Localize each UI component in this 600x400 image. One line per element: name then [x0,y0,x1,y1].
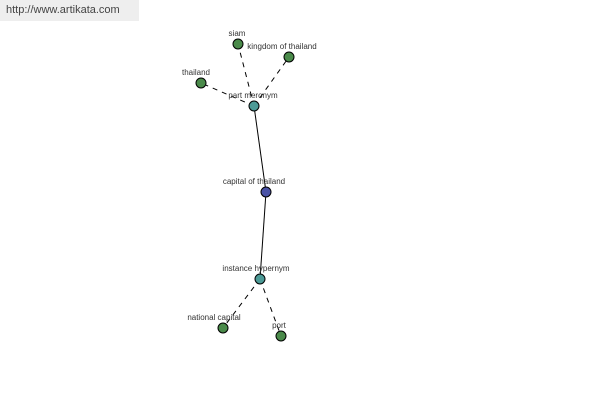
site-url-banner[interactable]: http://www.artikata.com [0,0,139,21]
node-instance-hypernym[interactable] [254,273,266,285]
edge-center-instance-hypernym [259,191,267,280]
node-kingdom-of-thailand[interactable] [283,51,295,63]
label-thailand: thailand [182,68,210,77]
label-part-meronym: part meronym [228,91,278,100]
label-instance-hypernym: instance hypernym [222,264,289,273]
label-kingdom-of-thailand: kingdom of thailand [247,42,316,51]
node-capital-of-thailand[interactable] [260,186,272,198]
node-port[interactable] [275,330,287,342]
label-national-capital: national capital [187,313,241,322]
node-national-capital[interactable] [217,322,229,334]
label-siam: siam [229,29,246,38]
node-part-meronym[interactable] [248,100,260,112]
edge-part-meronym-siam [237,43,255,107]
edge-instance-hypernym-national-capital [222,278,261,329]
node-siam[interactable] [232,38,244,50]
edge-center-part-meronym [253,105,267,193]
edge-instance-hypernym-port [259,278,282,337]
label-capital-of-thailand: capital of thailand [223,177,285,186]
edge-part-meronym-kingdom-of-thailand [253,56,290,107]
node-thailand[interactable] [195,77,207,89]
label-port: port [272,321,287,330]
